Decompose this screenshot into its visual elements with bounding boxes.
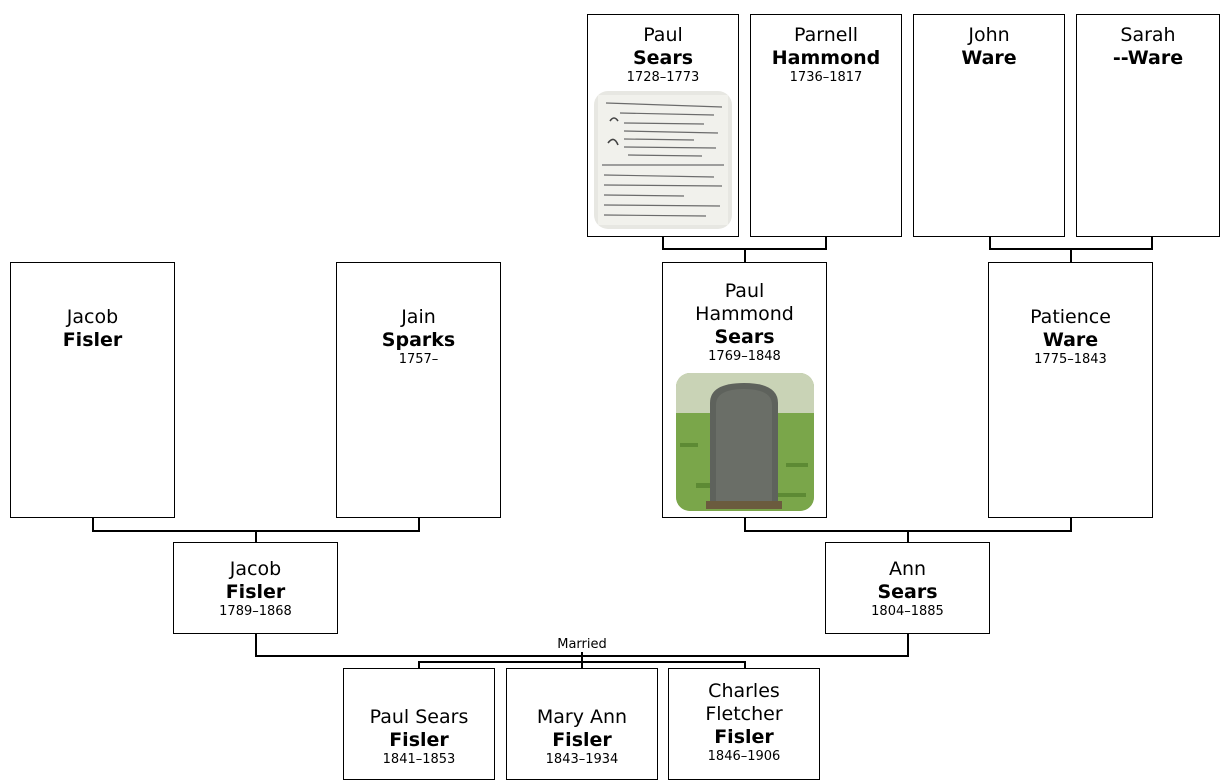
given-name: Jain (401, 306, 436, 328)
given-name: Parnell (793, 24, 858, 46)
document-photo[interactable] (594, 91, 732, 229)
connector-line (744, 517, 746, 531)
person-card-patience-ware[interactable]: Patience Ware 1775–1843 (988, 262, 1153, 518)
surname: Fisler (225, 581, 286, 603)
person-card-paul-hammond-sears[interactable]: Paul Hammond Sears 1769–1848 (662, 262, 827, 518)
surname: Fisler (714, 726, 774, 748)
life-dates: 1728–1773 (626, 70, 700, 85)
life-dates: 1843–1934 (545, 752, 619, 767)
given-name: Jacob (66, 306, 119, 328)
given-name: Ann (888, 558, 927, 580)
surname: Sears (714, 326, 775, 348)
surname: Ware (961, 47, 1017, 69)
given-name: Jacob (229, 558, 282, 580)
connector-line (989, 236, 991, 249)
surname: Fisler (62, 329, 123, 351)
person-card-charles-fletcher-fisler[interactable]: Charles Fletcher Fisler 1846–1906 (668, 668, 820, 780)
given-name: Paul Sears (369, 706, 469, 728)
surname: Sears (632, 47, 694, 69)
connector-line (1070, 248, 1072, 262)
surname: Sparks (381, 329, 456, 351)
connector-line (255, 530, 257, 543)
surname: Fisler (552, 729, 612, 751)
surname: Ware (1042, 329, 1099, 351)
given-name: Charles (708, 680, 780, 702)
connector-line (92, 517, 94, 531)
connector-line (1070, 517, 1072, 531)
given-name: John (968, 24, 1010, 46)
life-dates: 1804–1885 (871, 604, 944, 619)
person-card-paul-sears-fisler[interactable]: Paul Sears Fisler 1841–1853 (343, 668, 495, 780)
life-dates: 1789–1868 (219, 604, 292, 619)
given-name: Sarah (1120, 24, 1176, 46)
person-card-mary-ann-fisler[interactable]: Mary Ann Fisler 1843–1934 (506, 668, 658, 780)
person-card-jain-sparks[interactable]: Jain Sparks 1757– (336, 262, 501, 518)
given-name: Mary Ann (536, 706, 628, 728)
connector-line (662, 236, 664, 249)
connector-line (255, 634, 257, 656)
given-name: Paul (724, 280, 765, 302)
given-name: Fletcher (705, 703, 783, 725)
person-card-ann-sears[interactable]: Ann Sears 1804–1885 (825, 542, 990, 634)
life-dates: 1736–1817 (789, 70, 863, 85)
connector-line (907, 530, 909, 543)
connector-line (744, 248, 746, 262)
life-dates: 1775–1843 (1034, 352, 1107, 367)
surname: Hammond (771, 47, 881, 69)
connector-line (1151, 236, 1153, 249)
given-name: Hammond (695, 303, 794, 325)
gravestone-photo[interactable] (676, 373, 814, 511)
connector-line (744, 661, 746, 669)
life-dates: 1769–1848 (708, 349, 781, 364)
connector-line (581, 661, 583, 669)
connector-line (581, 648, 583, 662)
person-card-parnell-hammond[interactable]: Parnell Hammond 1736–1817 (750, 14, 902, 237)
connector-line (825, 236, 827, 249)
life-dates: 1846–1906 (707, 749, 781, 764)
person-card-john-ware[interactable]: John Ware (913, 14, 1065, 237)
person-card-jacob-fisler[interactable]: Jacob Fisler 1789–1868 (173, 542, 338, 634)
person-card-paul-sears-1728[interactable]: Paul Sears 1728–1773 (587, 14, 739, 237)
life-dates: 1757– (398, 352, 439, 367)
life-dates: 1841–1853 (382, 752, 456, 767)
surname: Sears (877, 581, 938, 603)
surname: Fisler (389, 729, 449, 751)
connector-line (418, 517, 420, 531)
given-name: Paul (643, 24, 683, 46)
given-name: Patience (1030, 306, 1111, 328)
person-card-jacob-fisler-sr[interactable]: Jacob Fisler (10, 262, 175, 518)
marriage-label: Married (555, 637, 609, 652)
connector-line (907, 634, 909, 656)
connector-line (418, 661, 420, 669)
surname: --Ware (1112, 47, 1184, 69)
person-card-sarah-ware[interactable]: Sarah --Ware (1076, 14, 1220, 237)
